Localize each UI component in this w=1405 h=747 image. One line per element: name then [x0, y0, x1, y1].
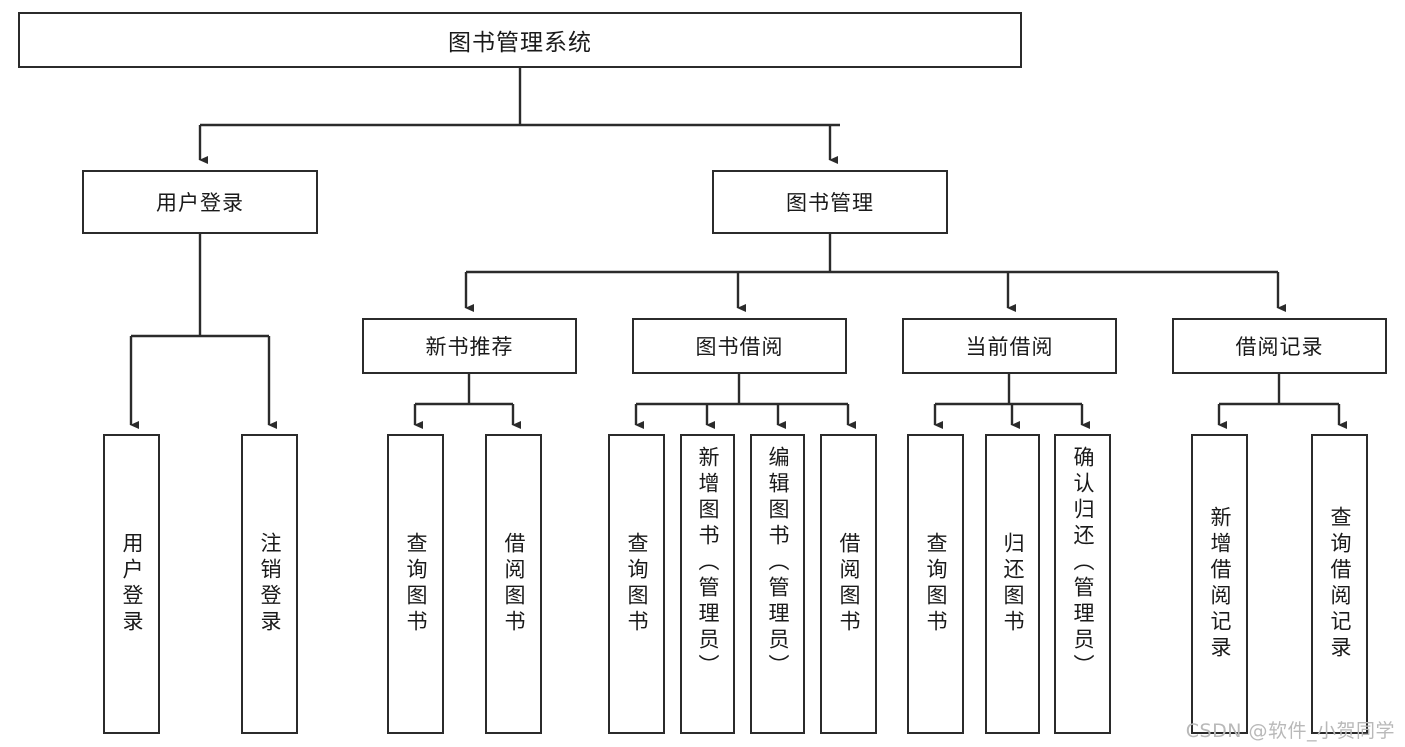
node-leaf-label: 用户登录	[120, 532, 144, 636]
node-leaf-borrow-book-new[interactable]: 借阅图书	[485, 434, 542, 734]
edges-new-book-to-leaves	[413, 374, 521, 429]
node-leaf-label: 新增借阅记录	[1208, 506, 1232, 662]
node-leaf-label: 新增图书（管理员）	[696, 446, 720, 680]
node-leaf-return-book[interactable]: 归还图书	[985, 434, 1040, 734]
node-leaf-borrow-book[interactable]: 借阅图书	[820, 434, 877, 734]
node-leaf-add-borrow-record[interactable]: 新增借阅记录	[1191, 434, 1248, 734]
node-leaf-query-borrow-record[interactable]: 查询借阅记录	[1311, 434, 1368, 734]
node-leaf-label: 查询图书	[924, 532, 948, 636]
node-leaf-add-book-admin[interactable]: 新增图书（管理员）	[680, 434, 735, 734]
node-leaf-label: 归还图书	[1001, 532, 1025, 636]
node-root-library-system[interactable]: 图书管理系统	[18, 12, 1022, 68]
node-user-login[interactable]: 用户登录	[82, 170, 318, 234]
node-book-management-label: 图书管理	[786, 191, 874, 215]
node-leaf-query-book-current[interactable]: 查询图书	[907, 434, 964, 734]
node-leaf-confirm-return-admin[interactable]: 确认归还（管理员）	[1054, 434, 1111, 734]
node-new-book-recommend-label: 新书推荐	[425, 335, 514, 359]
node-book-borrow-label: 图书借阅	[695, 335, 784, 359]
edges-book-mgmt-to-level3	[464, 234, 1286, 312]
node-book-borrow[interactable]: 图书借阅	[632, 318, 847, 374]
edges-user-login-to-leaves	[129, 234, 277, 429]
edges-root-to-level2	[198, 68, 840, 164]
node-leaf-label: 查询图书	[625, 532, 649, 636]
node-current-borrow-label: 当前借阅	[965, 335, 1054, 359]
node-borrow-records-label: 借阅记录	[1235, 335, 1324, 359]
node-leaf-label: 注销登录	[258, 532, 282, 636]
edges-borrow-to-leaves	[634, 374, 856, 429]
node-leaf-user-login[interactable]: 用户登录	[103, 434, 160, 734]
node-leaf-label: 编辑图书（管理员）	[766, 446, 790, 680]
node-leaf-label: 确认归还（管理员）	[1071, 446, 1095, 680]
node-leaf-label: 查询借阅记录	[1328, 506, 1352, 662]
node-leaf-label: 借阅图书	[837, 532, 861, 636]
edges-current-borrow-to-leaves	[933, 374, 1090, 429]
node-borrow-records[interactable]: 借阅记录	[1172, 318, 1387, 374]
node-current-borrow[interactable]: 当前借阅	[902, 318, 1117, 374]
node-new-book-recommend[interactable]: 新书推荐	[362, 318, 577, 374]
node-leaf-edit-book-admin[interactable]: 编辑图书（管理员）	[750, 434, 805, 734]
node-leaf-query-book-borrow[interactable]: 查询图书	[608, 434, 665, 734]
node-book-management[interactable]: 图书管理	[712, 170, 948, 234]
node-leaf-query-book-new[interactable]: 查询图书	[387, 434, 444, 734]
node-leaf-label: 借阅图书	[502, 532, 526, 636]
node-user-login-label: 用户登录	[156, 191, 244, 215]
csdn-watermark: CSDN @软件_小贺同学	[1185, 720, 1395, 742]
edges-records-to-leaves	[1217, 374, 1347, 429]
node-root-label: 图书管理系统	[448, 30, 592, 56]
node-leaf-logout[interactable]: 注销登录	[241, 434, 298, 734]
node-leaf-label: 查询图书	[404, 532, 428, 636]
